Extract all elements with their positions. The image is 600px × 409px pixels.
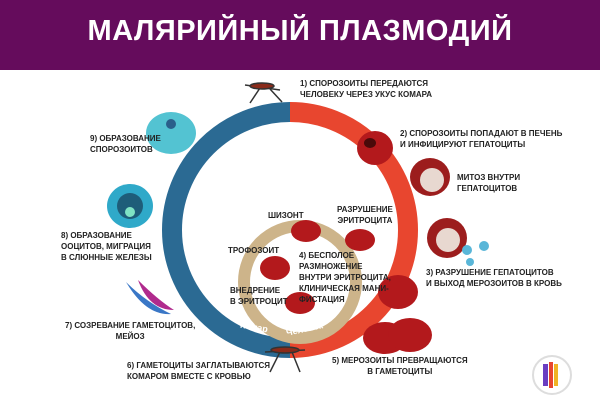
erythrocyte-icons xyxy=(260,220,432,354)
step1-label: 1) СПОРОЗОИТЫ ПЕРЕДАЮТСЯ ЧЕЛОВЕКУ ЧЕРЕЗ … xyxy=(300,79,433,99)
step6-label: 6) ГАМЕТОЦИТЫ ЗАГЛАТЫВАЮТСЯ КОМАРОМ ВМЕС… xyxy=(127,361,271,381)
oocyst-icons xyxy=(107,112,196,228)
step8-label: 8) ОБРАЗОВАНИЕ ООЦИТОВ, МИГРАЦИЯ В СЛЮНН… xyxy=(61,231,152,262)
mosquito-bottom-icon xyxy=(264,346,306,373)
hepatocyte-rupture-icon xyxy=(427,218,489,266)
sporozoite-cell-icon xyxy=(357,131,393,165)
hepatocyte-mitosis-icon xyxy=(410,158,450,196)
page-title: МАЛЯРИЙНЫЙ ПЛАЗМОДИЙ xyxy=(87,15,513,47)
rbc-destruction-label: РАЗРУШЕНИЕ ЭРИТРОЦИТА xyxy=(337,205,393,225)
logo-icon xyxy=(532,355,572,395)
mosquito-top-icon xyxy=(244,82,283,104)
step2-label: 2) СПОРОЗОИТЫ ПОПАДАЮТ В ПЕЧЕНЬ И ИНФИЦИ… xyxy=(400,129,563,149)
mitosis-label: МИТОЗ ВНУТРИ ГЕПАТОЦИТОВ xyxy=(457,173,521,193)
step4-label: 4) БЕСПОЛОЕ РАЗМНОЖЕНИЕ ВНУТРИ ЭРИТРОЦИТ… xyxy=(299,251,391,304)
step5-label: 5) МЕРОЗОИТЫ ПРЕВРАЩАЮТСЯ В ГАМЕТОЦИТЫ xyxy=(332,356,468,376)
step9-label: 9) ОБРАЗОВАНИЕ СПОРОЗОИТОВ xyxy=(90,134,161,154)
invasion-label: ВНЕДРЕНИЕ В ЭРИТРОЦИТ xyxy=(230,286,288,306)
mosquito-ring-arc xyxy=(162,102,291,358)
schizont-label: ШИЗОНТ xyxy=(268,211,304,220)
trophozoite-label: ТРОФОЗОИТ xyxy=(228,246,280,255)
header-banner xyxy=(0,0,600,70)
human-ring-arc xyxy=(289,102,418,358)
step7-label: 7) СОЗРЕВАНИЕ ГАМЕТОЦИТОВ, МЕЙОЗ xyxy=(65,321,196,341)
step3-label: 3) РАЗРУШЕНИЕ ГЕПАТОЦИТОВ И ВЫХОД МЕРОЗО… xyxy=(426,268,562,288)
gametocyte-icons xyxy=(126,280,174,315)
